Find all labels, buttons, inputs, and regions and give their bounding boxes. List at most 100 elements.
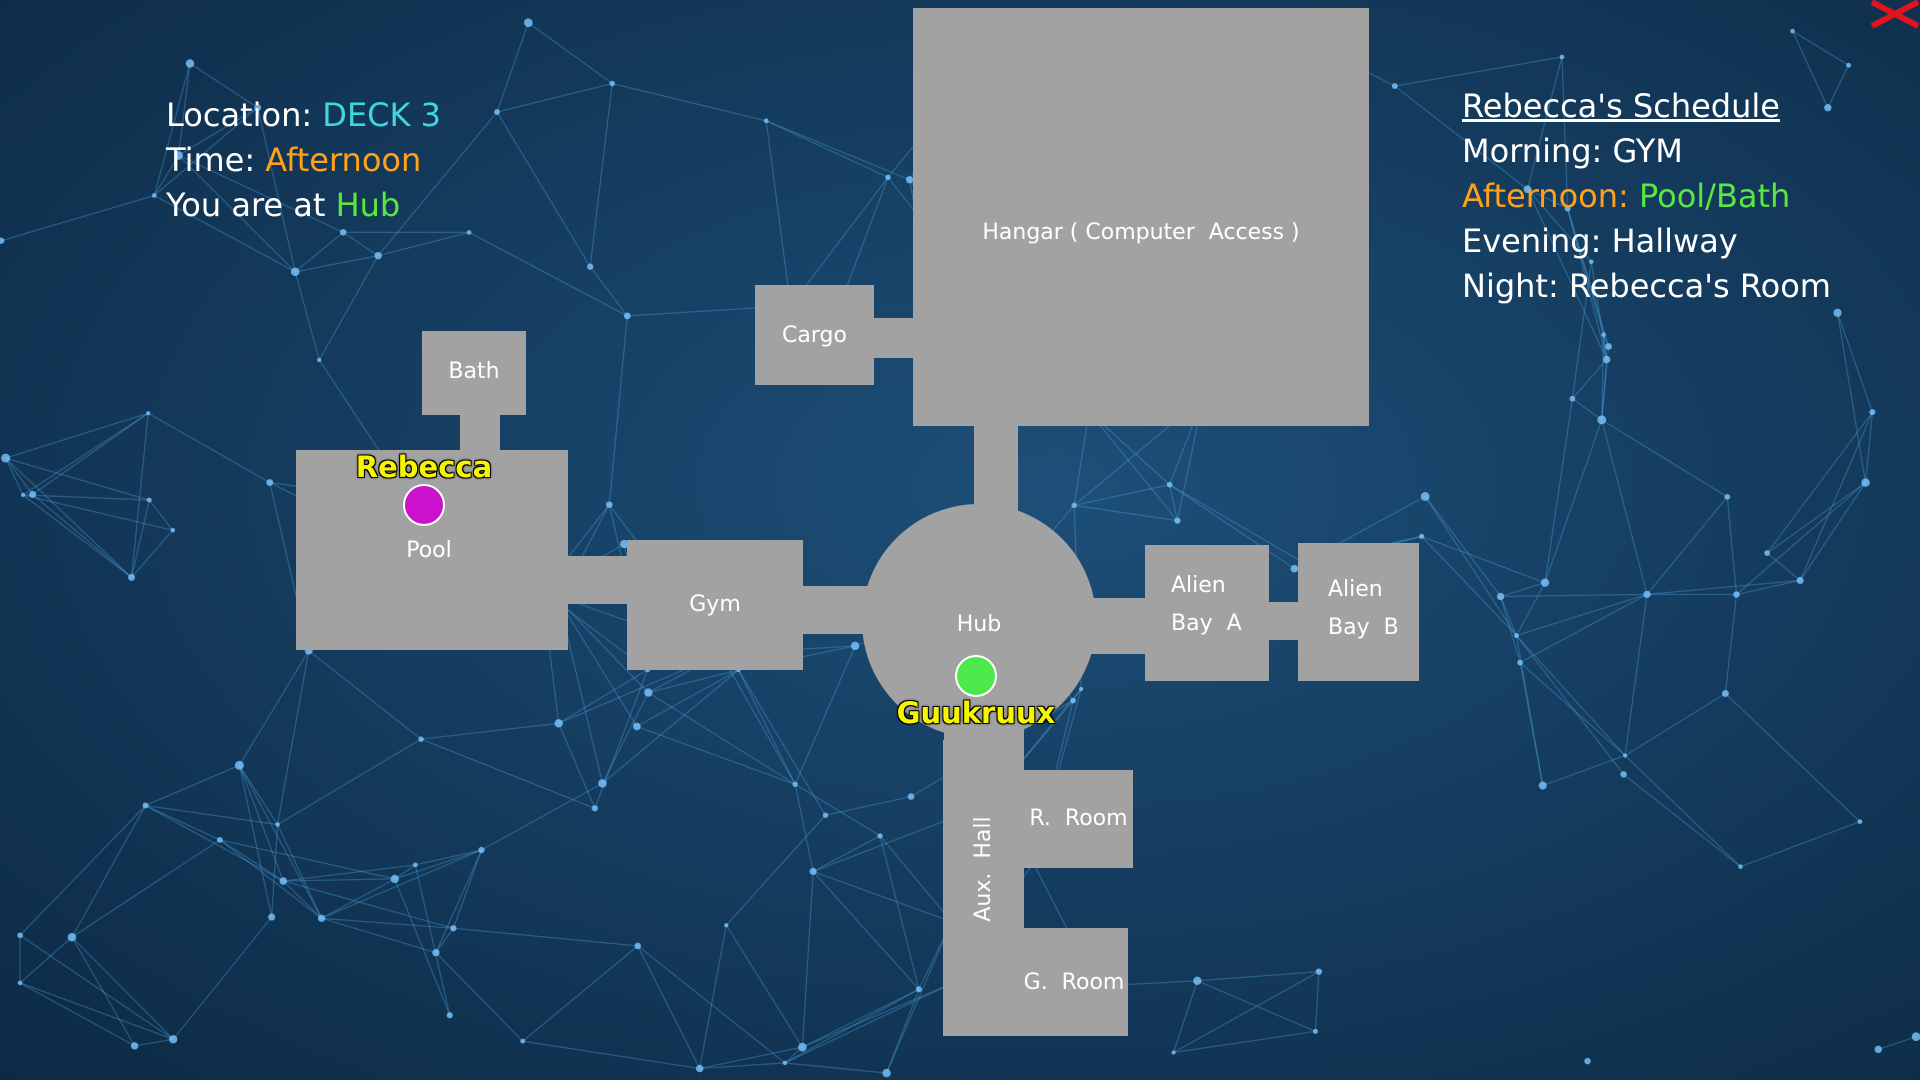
network-line [71,936,136,1047]
location-value: DECK 3 [322,96,442,134]
room-bath[interactable]: Bath [422,331,526,415]
network-line [172,916,273,1040]
network-line [1088,411,1178,522]
network-line [637,945,701,1069]
network-node [1538,781,1547,790]
room-hangar[interactable]: Hangar ( Computer Access ) [913,8,1369,426]
rebecca-marker[interactable] [403,484,445,526]
morning-label: Morning: [1462,132,1613,170]
network-node [1738,864,1743,869]
room-hub[interactable]: Hub [862,504,1096,738]
location-label: Location: [166,96,323,134]
network-line [32,412,149,495]
network-line [801,871,814,1048]
network-line [321,917,437,954]
network-line [1519,662,1544,786]
network-line [1074,504,1178,522]
network-line [276,650,310,825]
room-aux-hall[interactable]: Aux. Hall [943,740,1024,1036]
network-line [1792,30,1849,66]
room-pool[interactable]: Pool [296,450,568,650]
network-line [527,22,613,85]
network-line [1624,594,1648,756]
network-line [19,982,135,1047]
corridor-cargo-hangar [872,318,916,358]
network-line [1566,208,1605,335]
network-line [601,692,649,784]
network-line [720,653,796,785]
room-label-alien-bay-a: Alien Bay A [1171,573,1242,636]
network-line [178,107,259,157]
network-line [19,805,146,936]
network-node [554,719,563,728]
network-node [1643,590,1651,599]
network-line [1736,482,1866,595]
network-line [699,925,727,1069]
network-node [268,913,276,921]
close-button[interactable] [1864,0,1920,40]
player-marker[interactable] [955,655,997,697]
network-line [5,457,34,495]
network-line [5,457,132,578]
room-label-pool: Pool [406,538,452,563]
position-row: You are at Hub [166,183,441,228]
network-node [266,479,274,487]
network-line [294,231,344,273]
network-node [1620,771,1627,778]
network-line [1864,412,1874,483]
room-g-room[interactable]: G. Room [1020,928,1128,1036]
network-node [1911,1032,1920,1042]
room-label-aux-hall: Aux. Hall [971,816,996,922]
time-label: Time: [166,141,266,179]
network-line [612,82,767,122]
room-label-hangar: Hangar ( Computer Access ) [982,220,1300,245]
network-line [794,645,856,785]
room-label-cargo: Cargo [782,323,847,348]
corridor-bath-pool [460,412,500,452]
network-line [1726,496,1738,595]
network-line [277,738,422,826]
network-line [1515,635,1626,756]
network-line [238,765,284,882]
room-cargo[interactable]: Cargo [755,285,874,385]
network-node [1071,502,1077,509]
network-line [794,784,814,872]
network-line [19,934,174,1040]
network-line [145,804,284,882]
network-line [71,839,221,938]
network-line [1601,359,1608,420]
network-node [1764,550,1770,556]
network-line [1169,484,1304,564]
network-line [153,194,296,273]
network-node [1721,690,1729,697]
network-node [1605,343,1612,350]
network-line [1499,596,1521,663]
network-line [1197,970,1319,982]
network-node [882,1068,891,1078]
network-node [446,1012,453,1019]
network-line [886,921,953,1074]
network-node [1540,578,1550,587]
network-line [321,878,396,919]
network-line [321,849,482,919]
network-node [822,812,829,818]
network-line [765,120,792,306]
room-r-room[interactable]: R. Room [1020,770,1133,868]
network-node [1601,332,1606,338]
network-node [432,949,440,957]
network-node [1514,633,1519,639]
network-node [254,104,262,112]
room-alien-bay-a[interactable]: Alien Bay A [1145,545,1269,681]
network-line [22,494,150,501]
network-line [435,927,454,954]
network-line [1571,261,1592,399]
network-node [1602,355,1611,364]
room-alien-bay-b[interactable]: Alien Bay B [1298,543,1419,681]
network-line [71,805,147,938]
network-line [145,764,240,807]
room-gym[interactable]: Gym [627,540,803,670]
network-node [1517,659,1523,666]
network-line [1602,334,1608,360]
network-line [1601,419,1728,498]
network-node [877,833,883,839]
